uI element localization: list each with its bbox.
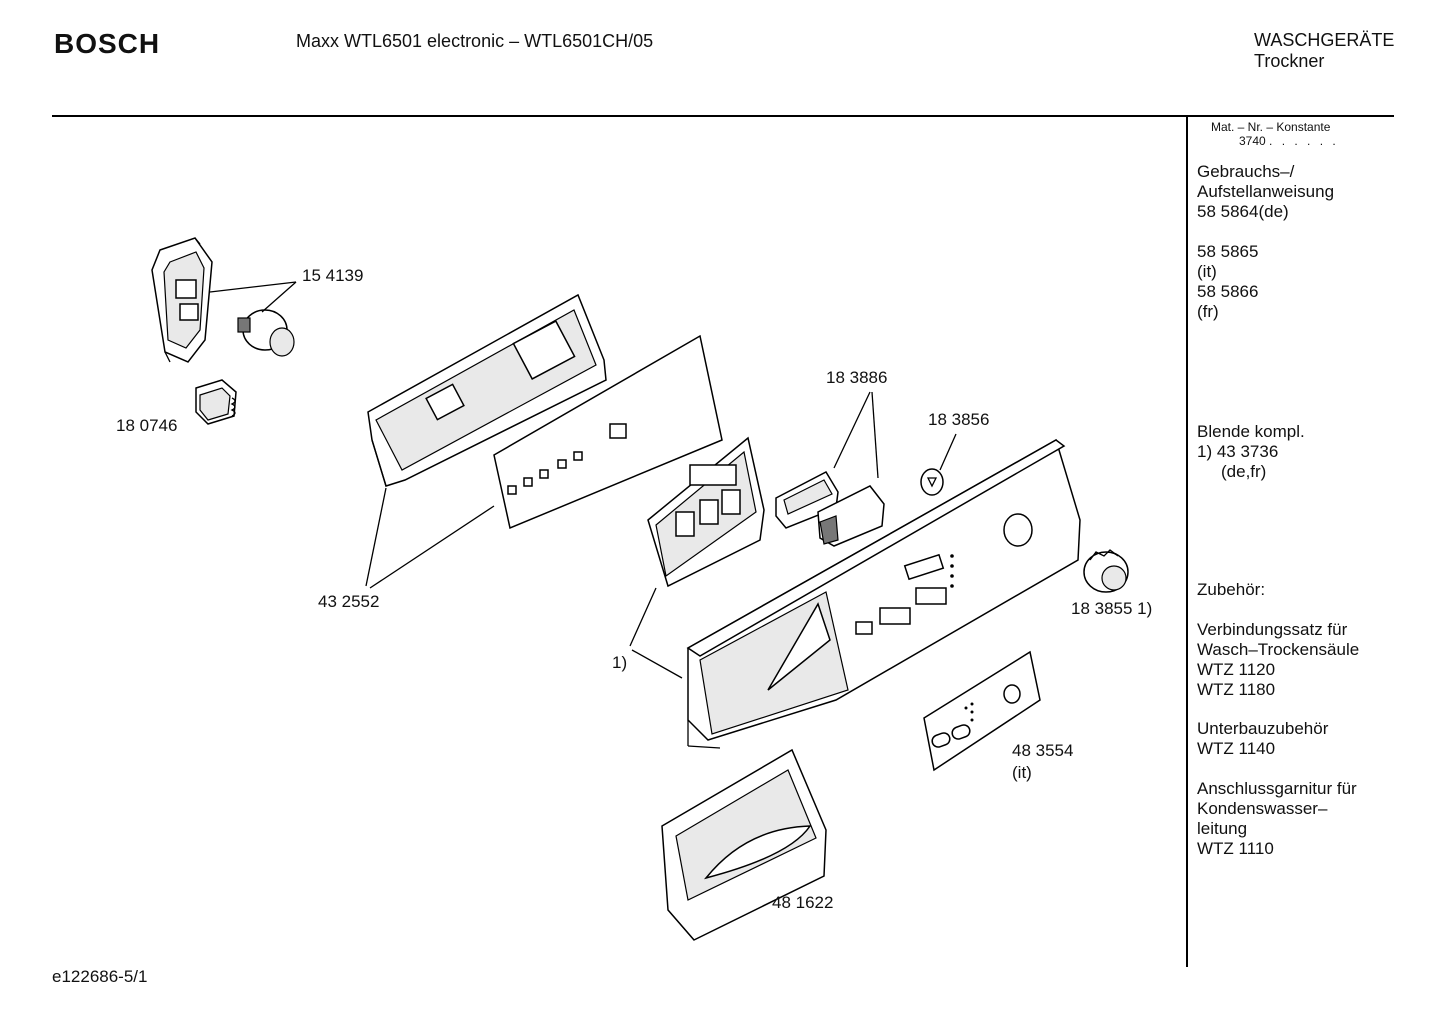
button-frame-part	[647, 436, 765, 588]
decal-part	[923, 650, 1041, 772]
drawing-code: e122686-5/1	[52, 967, 148, 986]
part-label-483554-note: (it)	[1012, 763, 1032, 782]
part-label-183855: 18 3855 1)	[1071, 599, 1153, 618]
zubehoer-line: Unterbauzubehör	[1197, 719, 1329, 738]
button-part-2	[817, 485, 885, 547]
manual-line: 58 5864(de)	[1197, 202, 1289, 221]
mat-label: Mat. – Nr. – Konstante	[1211, 120, 1331, 134]
small-knob-part	[920, 468, 944, 496]
capacitor-part	[237, 309, 295, 357]
manual-fr-lang: (fr)	[1197, 302, 1219, 321]
zubehoer-line: Kondenswasser–	[1197, 799, 1328, 818]
manual-line: Gebrauchs–/	[1197, 162, 1295, 181]
part-label-180746: 18 0746	[116, 416, 178, 435]
program-knob-part	[1083, 549, 1129, 593]
drawer-handle-part	[661, 748, 827, 941]
manual-it-lang: (it)	[1197, 262, 1217, 281]
category: WASCHGERÄTE Trockner	[1254, 30, 1394, 72]
zubehoer-item-3: Anschlussgarnitur für Kondenswasser– lei…	[1197, 779, 1357, 859]
leader-line	[833, 391, 871, 469]
part-label-183886: 18 3886	[826, 368, 888, 387]
material-number-block: Mat. – Nr. – Konstante 3740 . . . . . .	[1211, 120, 1339, 148]
switch-block-part	[151, 237, 213, 363]
leader-line	[631, 649, 683, 679]
category-line-1: WASCHGERÄTE	[1254, 30, 1395, 50]
leader-line	[629, 587, 657, 647]
page-title: Maxx WTL6501 electronic – WTL6501CH/05	[296, 31, 654, 51]
leader-line	[939, 433, 957, 471]
part-label-481622: 48 1622	[772, 893, 834, 912]
manual-line: Aufstellanweisung	[1197, 182, 1335, 201]
leader-line	[369, 505, 495, 589]
part-label-432552: 43 2552	[318, 592, 380, 611]
manual-fr-number: 58 5866	[1197, 282, 1259, 301]
zubehoer-line: WTZ 1140	[1197, 739, 1276, 758]
circuit-board-part	[493, 334, 723, 530]
mat-dots: . . . . . .	[1269, 134, 1339, 148]
zubehoer-line: Anschlussgarnitur für	[1197, 779, 1357, 798]
manual-it-block: 58 5865 (it)	[1197, 242, 1258, 282]
part-label-ref-1: 1)	[612, 653, 628, 672]
zubehoer-line: leitung	[1197, 819, 1248, 838]
zubehoer-line: Verbindungssatz für	[1197, 620, 1348, 639]
sidebar-divider	[1186, 117, 1188, 967]
zubehoer-line: Wasch–Trockensäule	[1197, 640, 1360, 659]
header-divider	[52, 115, 1394, 117]
leader-line	[261, 281, 297, 313]
rear-bracket-part	[367, 293, 607, 487]
manual-block: Gebrauchs–/ Aufstellanweisung 58 5864(de…	[1197, 162, 1334, 222]
part-label-483554: 48 3554	[1012, 741, 1074, 760]
manual-fr-block: 58 5866 (fr)	[1197, 282, 1258, 322]
leader-line	[365, 487, 387, 587]
zubehoer-line: WTZ 1180	[1197, 680, 1276, 699]
blende-block: Blende kompl. 1) 43 3736 (de,fr)	[1197, 422, 1305, 482]
part-label-183856: 18 3856	[928, 410, 990, 429]
zubehoer-line: WTZ 1120	[1197, 660, 1276, 679]
zubehoer-item-1: Verbindungssatz für Wasch–Trockensäule W…	[1197, 620, 1359, 700]
brand-logo: BOSCH	[54, 28, 161, 59]
relay-part	[195, 379, 237, 425]
zubehoer-line: WTZ 1110	[1197, 839, 1274, 858]
blende-number: 1) 43 3736	[1197, 442, 1279, 461]
blende-lang: (de,fr)	[1221, 462, 1267, 481]
part-label-154139: 15 4139	[302, 266, 364, 285]
category-line-2: Trockner	[1254, 51, 1325, 71]
leader-line	[209, 281, 297, 293]
control-panel-part	[686, 438, 1081, 749]
blende-title: Blende kompl.	[1197, 422, 1305, 441]
leader-line	[871, 391, 879, 479]
zubehoer-title: Zubehör:	[1197, 580, 1266, 599]
manual-it-number: 58 5865	[1197, 242, 1259, 261]
mat-value: 3740	[1239, 134, 1266, 148]
mat-value-row: 3740 . . . . . .	[1211, 134, 1339, 148]
zubehoer-item-2: Unterbauzubehör WTZ 1140	[1197, 719, 1328, 759]
